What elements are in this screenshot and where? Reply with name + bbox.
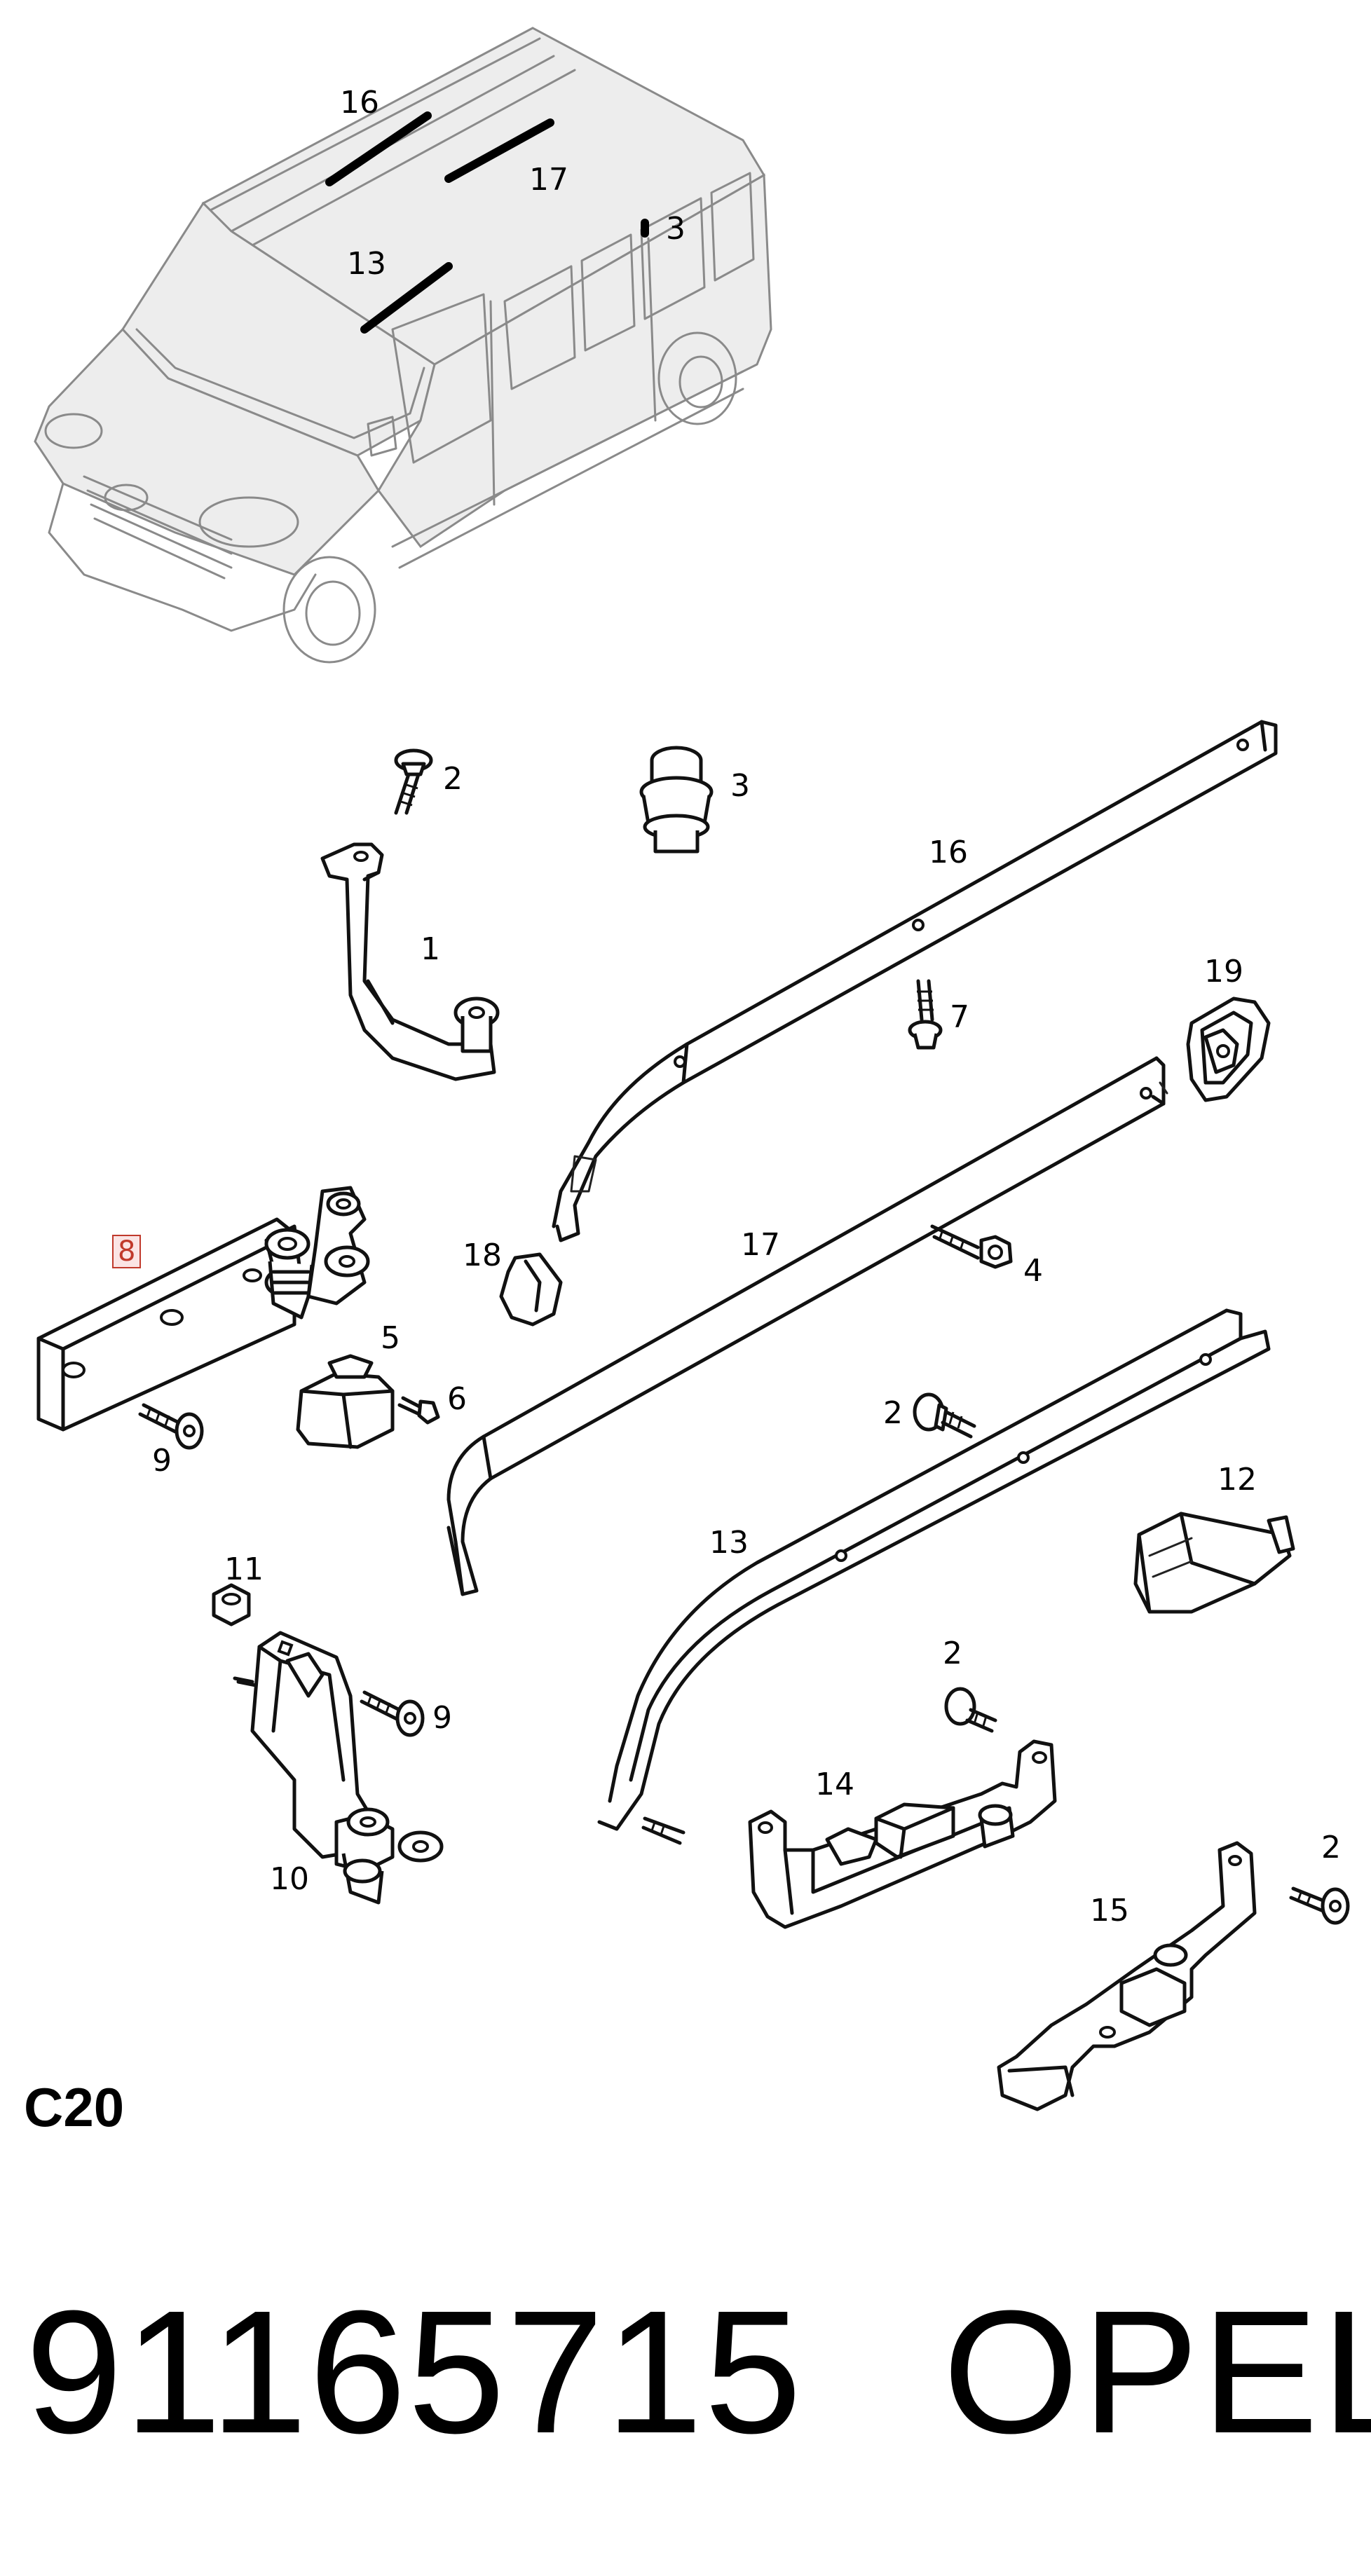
callout-part-15: 15 xyxy=(1090,1893,1129,1928)
callout-part-5: 5 xyxy=(381,1320,400,1356)
callout-part-2-lower: 2 xyxy=(943,1636,962,1671)
bracket-part-14 xyxy=(748,1739,1057,1929)
brand-name: OPEL xyxy=(943,2274,1371,2469)
callout-part-14: 14 xyxy=(815,1767,854,1802)
callout-van-13: 13 xyxy=(347,246,386,282)
section-code: C20 xyxy=(24,2076,125,2138)
callout-part-10: 10 xyxy=(270,1861,309,1897)
callout-part-18: 18 xyxy=(463,1238,502,1273)
callout-part-9-left: 9 xyxy=(152,1443,172,1479)
screw-part-2-right xyxy=(1289,1886,1350,1925)
plug-part-3 xyxy=(639,746,714,854)
callout-part-13: 13 xyxy=(709,1525,749,1561)
callout-part-6: 6 xyxy=(447,1381,467,1417)
screw-part-9-bottom xyxy=(360,1690,425,1737)
callout-part-1: 1 xyxy=(421,931,440,967)
clip-part-19 xyxy=(1186,996,1271,1102)
callout-part-16: 16 xyxy=(929,835,968,870)
callout-part-12: 12 xyxy=(1217,1462,1257,1498)
screw-part-6 xyxy=(397,1396,440,1425)
striker-part-15 xyxy=(997,1841,1257,2111)
rail-part-13 xyxy=(597,1308,1271,1845)
bracket-part-1 xyxy=(320,842,500,1081)
stud-nut-part-4 xyxy=(930,1224,1013,1269)
hinge-part-8 xyxy=(36,1186,370,1432)
bolt-part-7 xyxy=(908,979,943,1050)
cover-part-12 xyxy=(1133,1512,1295,1614)
screw-part-2-mid xyxy=(913,1392,976,1439)
screw-part-2-lower xyxy=(944,1687,997,1733)
part-number: 91165715 xyxy=(25,2274,803,2469)
van-illustration xyxy=(34,27,772,664)
clip-part-18 xyxy=(499,1252,563,1327)
hinge-part-10 xyxy=(233,1631,444,1905)
callout-van-16: 16 xyxy=(340,85,379,121)
callout-part-17: 17 xyxy=(741,1227,780,1263)
cap-part-5 xyxy=(296,1354,395,1449)
callout-part-2-top: 2 xyxy=(443,761,463,797)
callout-van-3: 3 xyxy=(666,211,686,247)
callout-part-3: 3 xyxy=(730,768,750,804)
callout-part-2-right: 2 xyxy=(1321,1830,1341,1865)
callout-part-9-bottom: 9 xyxy=(432,1700,452,1736)
nut-part-11 xyxy=(212,1583,251,1626)
screw-part-9-left xyxy=(138,1403,204,1450)
callout-van-17: 17 xyxy=(529,162,568,198)
callout-part-4: 4 xyxy=(1023,1253,1043,1289)
rail-part-16 xyxy=(552,720,1278,1242)
callout-part-19: 19 xyxy=(1204,954,1243,989)
callout-part-11: 11 xyxy=(224,1551,264,1587)
callout-part-8-highlighted: 8 xyxy=(112,1235,142,1268)
rail-part-17 xyxy=(446,1056,1168,1596)
callout-part-2-mid: 2 xyxy=(883,1395,903,1431)
screw-part-2-top xyxy=(394,748,433,815)
callout-part-7: 7 xyxy=(950,999,969,1035)
